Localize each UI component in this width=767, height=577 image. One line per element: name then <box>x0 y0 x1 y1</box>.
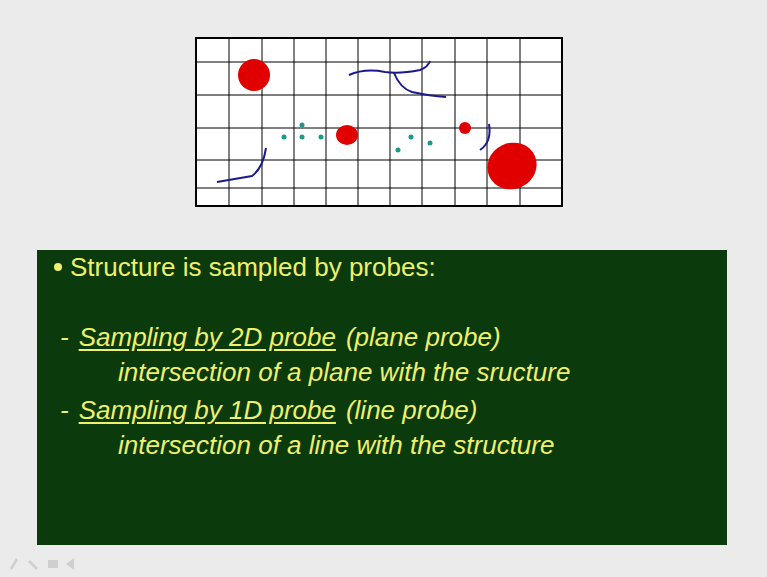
particles <box>238 59 544 197</box>
text-panel: Structure is sampled by probes:-Sampling… <box>37 250 727 545</box>
text-row: intersection of a plane with the sructur… <box>118 357 570 387</box>
point-features <box>282 123 433 153</box>
text-row: -Sampling by 1D probe (line probe) <box>60 395 477 425</box>
probe-heading: Sampling by 2D probe <box>79 322 336 352</box>
bullet-text: - <box>60 322 69 352</box>
text-row: -Sampling by 2D probe (plane probe) <box>60 322 501 352</box>
probe-heading: Sampling by 1D probe <box>79 395 336 425</box>
bullet-text: Structure is sampled by probes: <box>70 252 436 282</box>
line-features <box>217 61 490 182</box>
grid-lines <box>196 38 562 206</box>
bullet-text: intersection of a line with the structur… <box>118 430 554 460</box>
bullet-dot <box>54 263 62 271</box>
grid-frame <box>196 38 562 206</box>
text-row: intersection of a line with the structur… <box>118 430 554 460</box>
bullet-text: (plane probe) <box>346 322 501 352</box>
toolbar-icons <box>10 558 74 570</box>
bullet-text: intersection of a plane with the sructur… <box>118 357 570 387</box>
text-row: Structure is sampled by probes: <box>70 252 436 282</box>
bullet-text: - <box>60 395 69 425</box>
bullet-text: (line probe) <box>346 395 478 425</box>
